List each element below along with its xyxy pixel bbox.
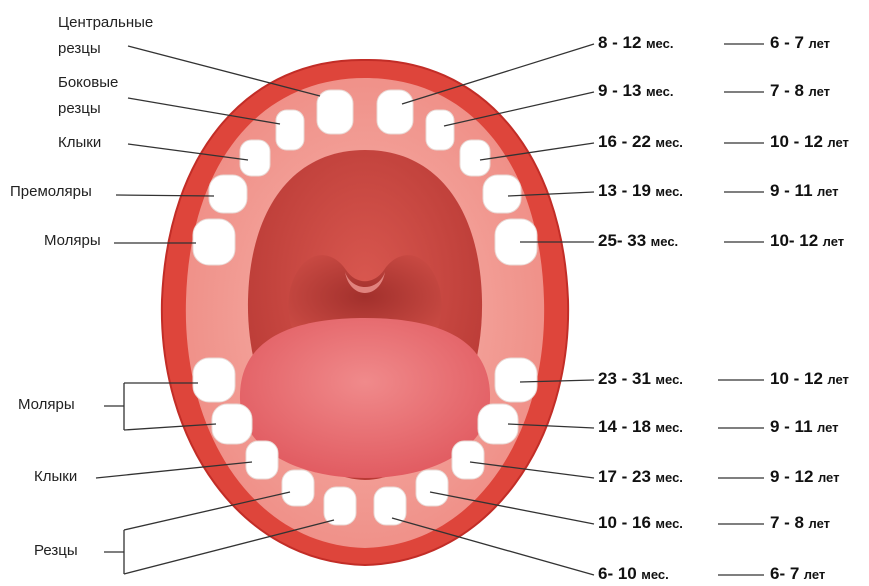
baby-tooth-eruption-age: 13 - 19 мес. (598, 181, 683, 201)
adult-age-range: 9 - 11 (770, 417, 813, 436)
baby-age-unit: мес. (655, 135, 683, 150)
adult-age-unit: лет (804, 567, 826, 582)
baby-age-unit: мес. (646, 84, 674, 99)
adult-age-range: 6- 7 (770, 564, 799, 583)
permanent-tooth-eruption-age: 9 - 11 лет (770, 181, 839, 201)
upper-tooth-left (209, 175, 247, 213)
upper-tooth-left (276, 110, 304, 150)
baby-age-range: 13 - 19 (598, 181, 651, 200)
lower-tooth-right (452, 441, 484, 479)
label-upper-premolars: Премоляры (10, 183, 92, 201)
adult-age-unit: лет (823, 234, 845, 249)
permanent-tooth-eruption-age: 9 - 12 лет (770, 467, 839, 487)
baby-age-unit: мес. (655, 420, 683, 435)
baby-age-unit: мес. (651, 234, 679, 249)
label-upper-lateral-incisors: Боковые резцы (58, 70, 118, 122)
permanent-tooth-eruption-age: 10 - 12 лет (770, 132, 849, 152)
adult-age-range: 10 - 12 (770, 132, 823, 151)
adult-age-unit: лет (827, 372, 849, 387)
baby-age-range: 23 - 31 (598, 369, 651, 388)
adult-age-unit: лет (818, 470, 840, 485)
label-text: Центральные резцы (58, 14, 153, 57)
adult-age-unit: лет (827, 135, 849, 150)
baby-age-range: 17 - 23 (598, 467, 651, 486)
lower-tooth-left (193, 358, 235, 402)
adult-age-unit: лет (808, 36, 830, 51)
permanent-tooth-eruption-age: 7 - 8 лет (770, 81, 830, 101)
baby-tooth-eruption-age: 16 - 22 мес. (598, 132, 683, 152)
upper-tooth-left (240, 140, 270, 176)
permanent-tooth-eruption-age: 9 - 11 лет (770, 417, 839, 437)
baby-age-range: 6- 10 (598, 564, 637, 583)
permanent-tooth-eruption-age: 10 - 12 лет (770, 369, 849, 389)
baby-tooth-eruption-age: 14 - 18 мес. (598, 417, 683, 437)
permanent-tooth-eruption-age: 6 - 7 лет (770, 33, 830, 53)
adult-age-range: 10 - 12 (770, 369, 823, 388)
baby-tooth-eruption-age: 25- 33 мес. (598, 231, 678, 251)
upper-tooth-right (483, 175, 521, 213)
adult-age-unit: лет (817, 420, 839, 435)
lower-tooth-right (495, 358, 537, 402)
adult-age-unit: лет (808, 84, 830, 99)
baby-age-range: 9 - 13 (598, 81, 641, 100)
adult-age-range: 9 - 12 (770, 467, 813, 486)
permanent-tooth-eruption-age: 7 - 8 лет (770, 513, 830, 533)
baby-age-range: 14 - 18 (598, 417, 651, 436)
baby-age-range: 16 - 22 (598, 132, 651, 151)
label-lower-molars: Моляры (18, 396, 75, 414)
lower-tooth-left (282, 470, 314, 506)
baby-age-unit: мес. (655, 372, 683, 387)
label-upper-canines: Клыки (58, 134, 101, 152)
label-lower-incisors: Резцы (34, 542, 78, 560)
baby-age-range: 25- 33 (598, 231, 646, 250)
lower-tooth-right (374, 487, 406, 525)
lower-tooth-left (212, 404, 252, 444)
leader-upper-central (128, 46, 320, 96)
upper-tooth-left (193, 219, 235, 265)
adult-age-range: 9 - 11 (770, 181, 813, 200)
adult-age-range: 7 - 8 (770, 81, 804, 100)
baby-tooth-eruption-age: 23 - 31 мес. (598, 369, 683, 389)
adult-age-range: 10- 12 (770, 231, 818, 250)
adult-age-range: 6 - 7 (770, 33, 804, 52)
permanent-tooth-eruption-age: 6- 7 лет (770, 564, 825, 584)
baby-age-unit: мес. (641, 567, 669, 582)
baby-tooth-eruption-age: 17 - 23 мес. (598, 467, 683, 487)
upper-tooth-left (317, 90, 353, 134)
label-upper-molars: Моляры (44, 232, 101, 250)
baby-age-unit: мес. (655, 516, 683, 531)
upper-tooth-right (460, 140, 490, 176)
label-upper-central-incisors: Центральные резцы (58, 10, 153, 62)
adult-age-unit: лет (808, 516, 830, 531)
baby-tooth-eruption-age: 10 - 16 мес. (598, 513, 683, 533)
label-text: Боковые резцы (58, 74, 118, 117)
lower-tooth-right (416, 470, 448, 506)
baby-age-range: 10 - 16 (598, 513, 651, 532)
baby-tooth-eruption-age: 6- 10 мес. (598, 564, 669, 584)
baby-age-range: 8 - 12 (598, 33, 641, 52)
upper-tooth-right (426, 110, 454, 150)
baby-tooth-eruption-age: 9 - 13 мес. (598, 81, 673, 101)
lower-tooth-left (324, 487, 356, 525)
baby-age-unit: мес. (655, 184, 683, 199)
permanent-tooth-eruption-age: 10- 12 лет (770, 231, 844, 251)
lower-tooth-left (246, 441, 278, 479)
baby-tooth-eruption-age: 8 - 12 мес. (598, 33, 673, 53)
label-lower-canines: Клыки (34, 468, 77, 486)
adult-age-unit: лет (817, 184, 839, 199)
baby-age-unit: мес. (646, 36, 674, 51)
adult-age-range: 7 - 8 (770, 513, 804, 532)
upper-tooth-right (377, 90, 413, 134)
baby-age-unit: мес. (655, 470, 683, 485)
